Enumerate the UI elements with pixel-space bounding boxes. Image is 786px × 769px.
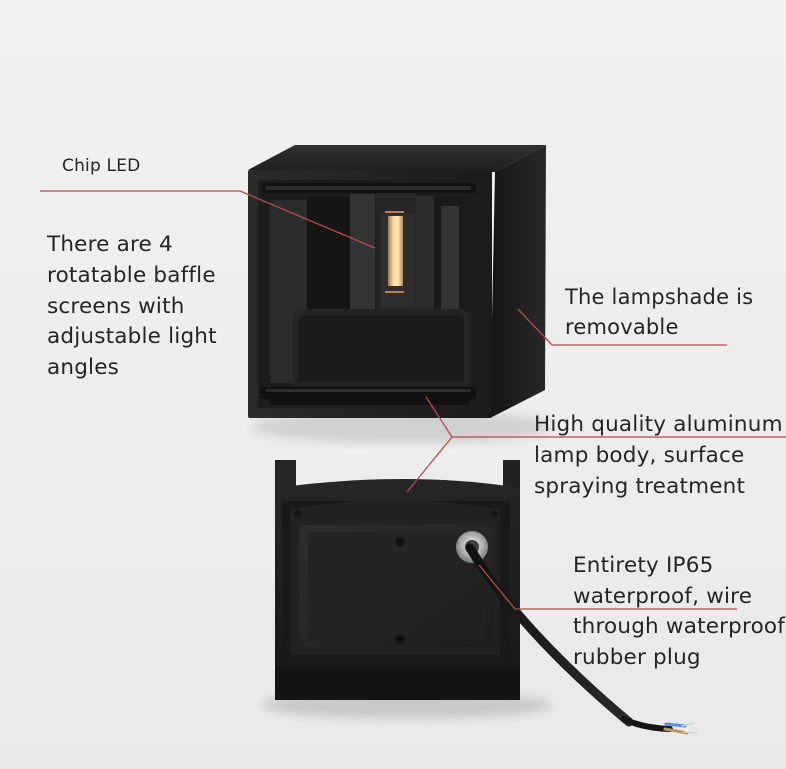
lower-lamp-body [275,460,520,700]
waterproof-rating-callout: Entirety IP65 waterproof, wire through w… [573,553,786,671]
callout-lines [40,190,786,610]
aluminum-lamp-body-callout: High quality aluminum lamp body, surface… [534,412,783,499]
led-chip [388,216,403,286]
baffle-screen-callout: There are 4 rotatable baffle screens wit… [47,232,217,381]
removable-lampshade-callout: The lampshade is removable [565,285,754,339]
chip-led-callout: Chip LED [62,156,141,176]
upper-lampshade [248,145,546,418]
upper-lamp-shadow [252,411,552,443]
